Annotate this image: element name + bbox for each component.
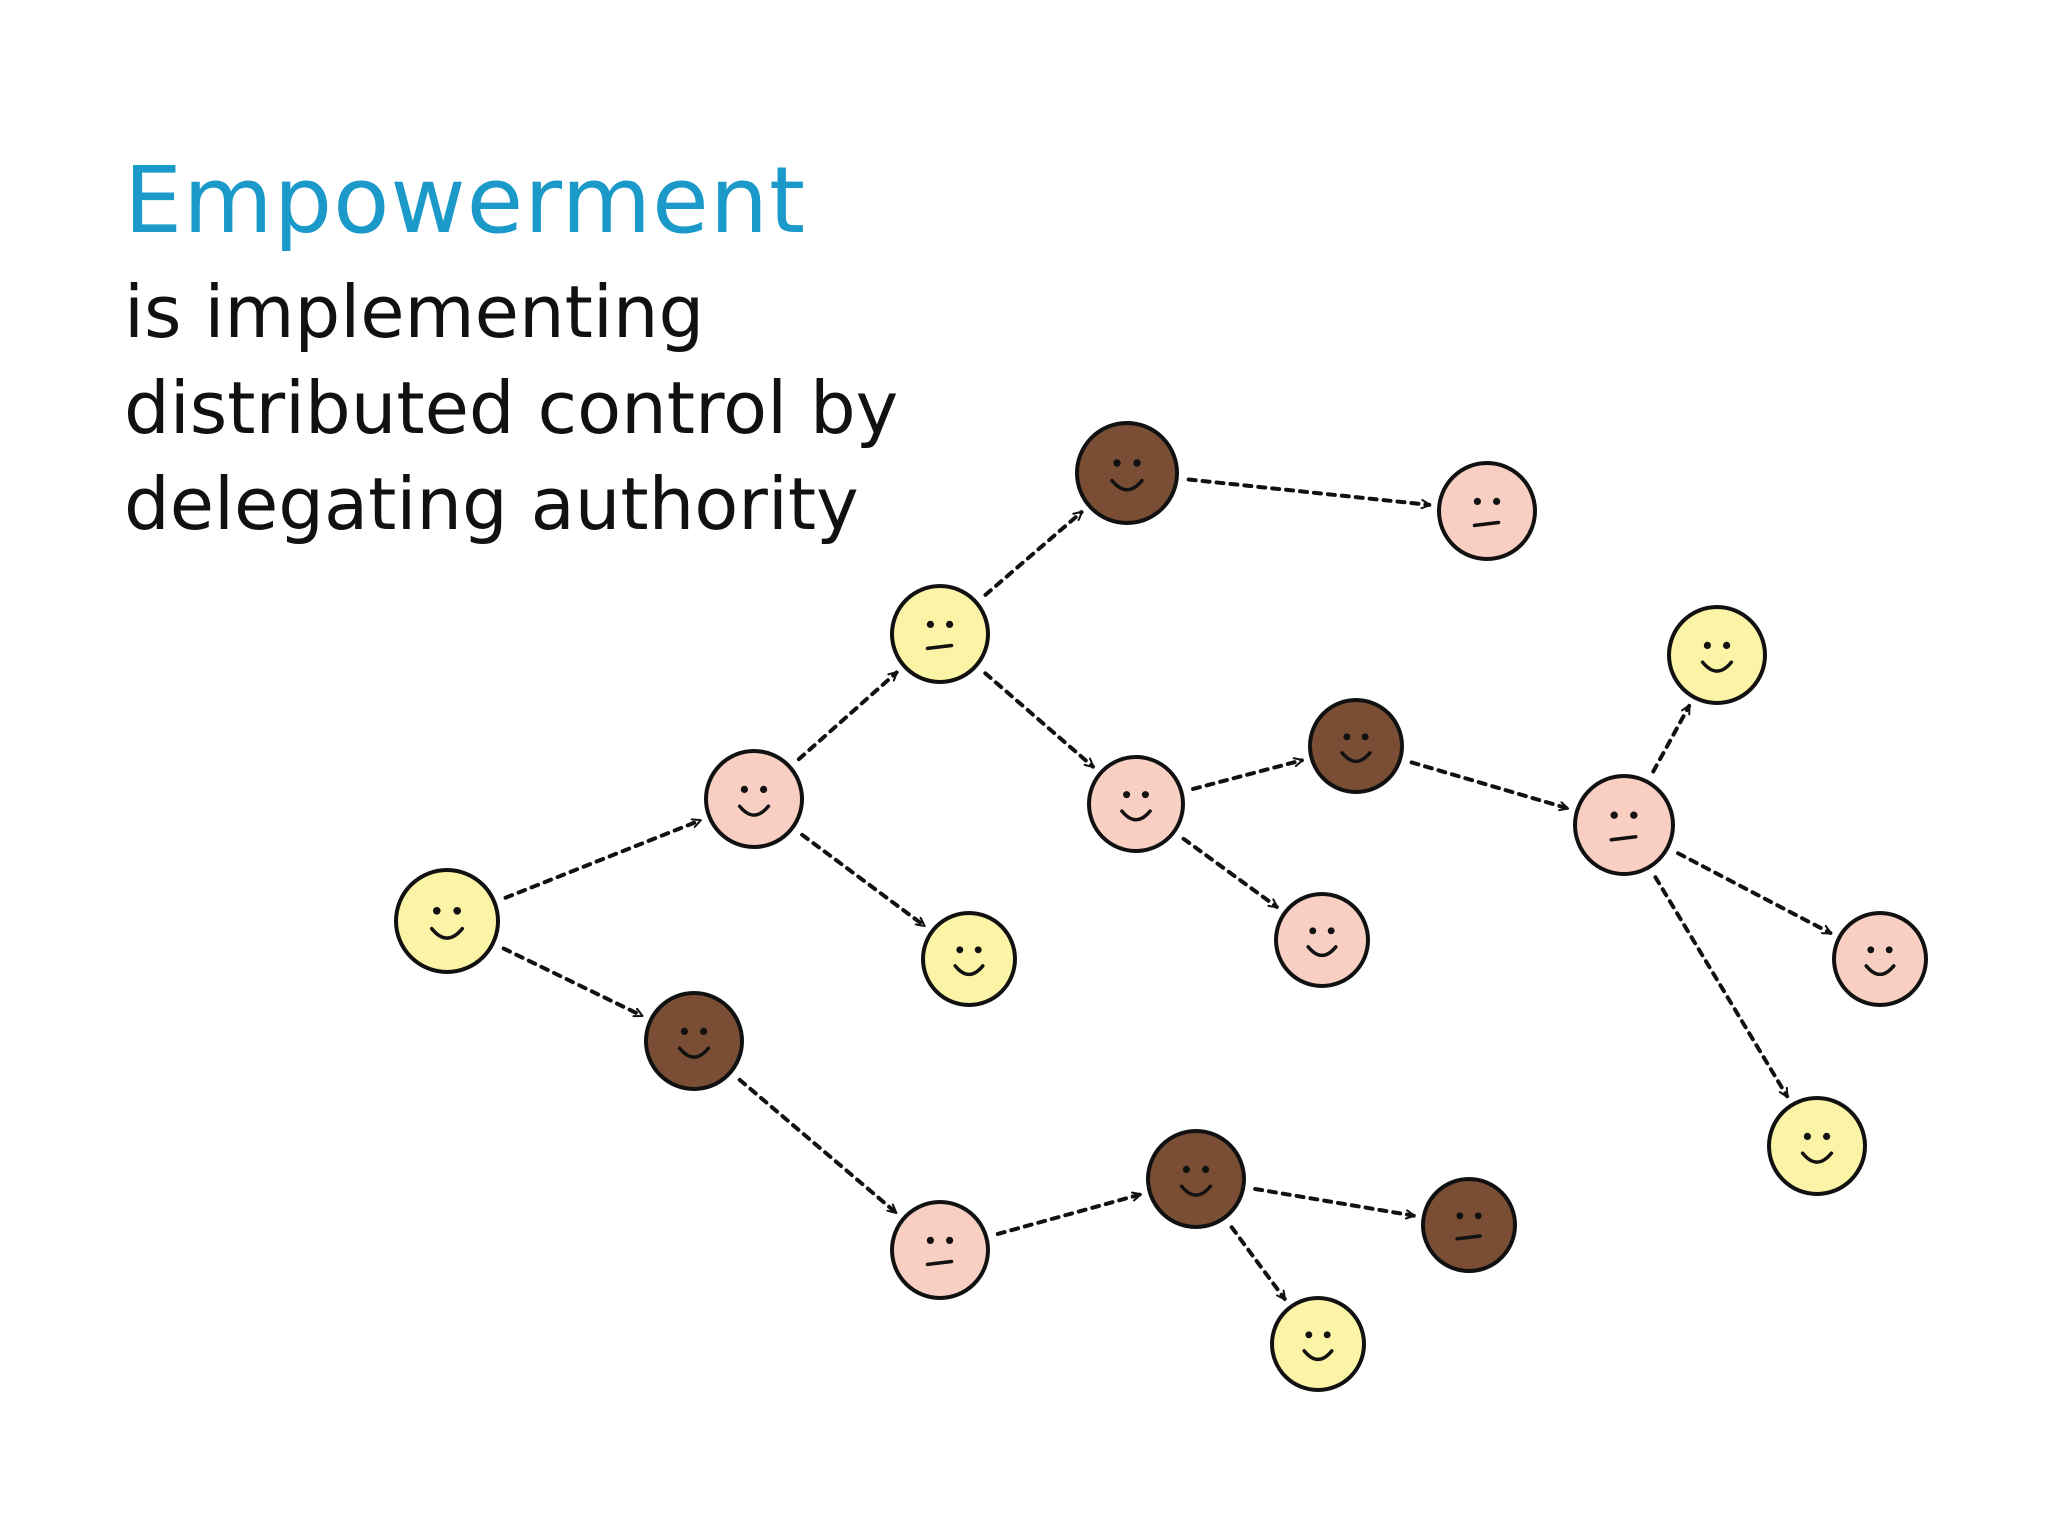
delegation-arrow [1186, 477, 1432, 505]
smiley-face-icon [1075, 421, 1179, 525]
delegation-arrow [983, 671, 1095, 769]
smiley-face-icon [1573, 774, 1675, 876]
delegation-arrow [1409, 760, 1570, 808]
smiley-face-icon [1146, 1129, 1246, 1229]
smiley-face-icon [1421, 1177, 1517, 1273]
smiley-face-icon [394, 868, 500, 974]
smiley-face-icon [644, 991, 744, 1091]
smiley-face-icon [890, 1200, 990, 1300]
delegation-arrow [1191, 760, 1304, 791]
delegation-arrow [800, 832, 927, 928]
subtitle-line-1: is implementing [124, 270, 705, 354]
smiley-face-icon [921, 911, 1017, 1007]
delegation-arrow [1676, 851, 1833, 936]
smiley-face-icon [1274, 892, 1370, 988]
delegation-arrow [995, 1195, 1143, 1236]
slide-subtitle: is implementing distributed control by d… [124, 264, 924, 552]
smiley-face-icon [1308, 698, 1404, 794]
delegation-arrow [501, 946, 644, 1018]
subtitle-line-3: delegating authority [124, 462, 859, 546]
delegation-arrow [1651, 703, 1692, 774]
smiley-face-icon [704, 749, 804, 849]
nodes-layer [394, 421, 1928, 1392]
delegation-arrow [1653, 875, 1790, 1099]
smiley-face-icon [1270, 1296, 1366, 1392]
delegation-arrow [1253, 1186, 1416, 1216]
smiley-face-icon [1667, 605, 1767, 705]
smiley-face-icon [890, 584, 990, 684]
delegation-arrow [1229, 1225, 1287, 1301]
delegation-arrow [737, 1077, 898, 1215]
delegation-arrow [503, 820, 703, 900]
smiley-face-icon [1437, 461, 1537, 561]
subtitle-line-2: distributed control by [124, 366, 899, 450]
slide-title: Empowerment [124, 147, 807, 254]
smiley-face-icon [1087, 755, 1185, 853]
smiley-face-icon [1767, 1096, 1867, 1196]
delegation-arrow [1181, 836, 1279, 909]
smiley-face-icon [1832, 911, 1928, 1007]
delegation-arrow [983, 510, 1084, 597]
delegation-arrow [796, 670, 899, 762]
edges-layer [501, 477, 1833, 1301]
